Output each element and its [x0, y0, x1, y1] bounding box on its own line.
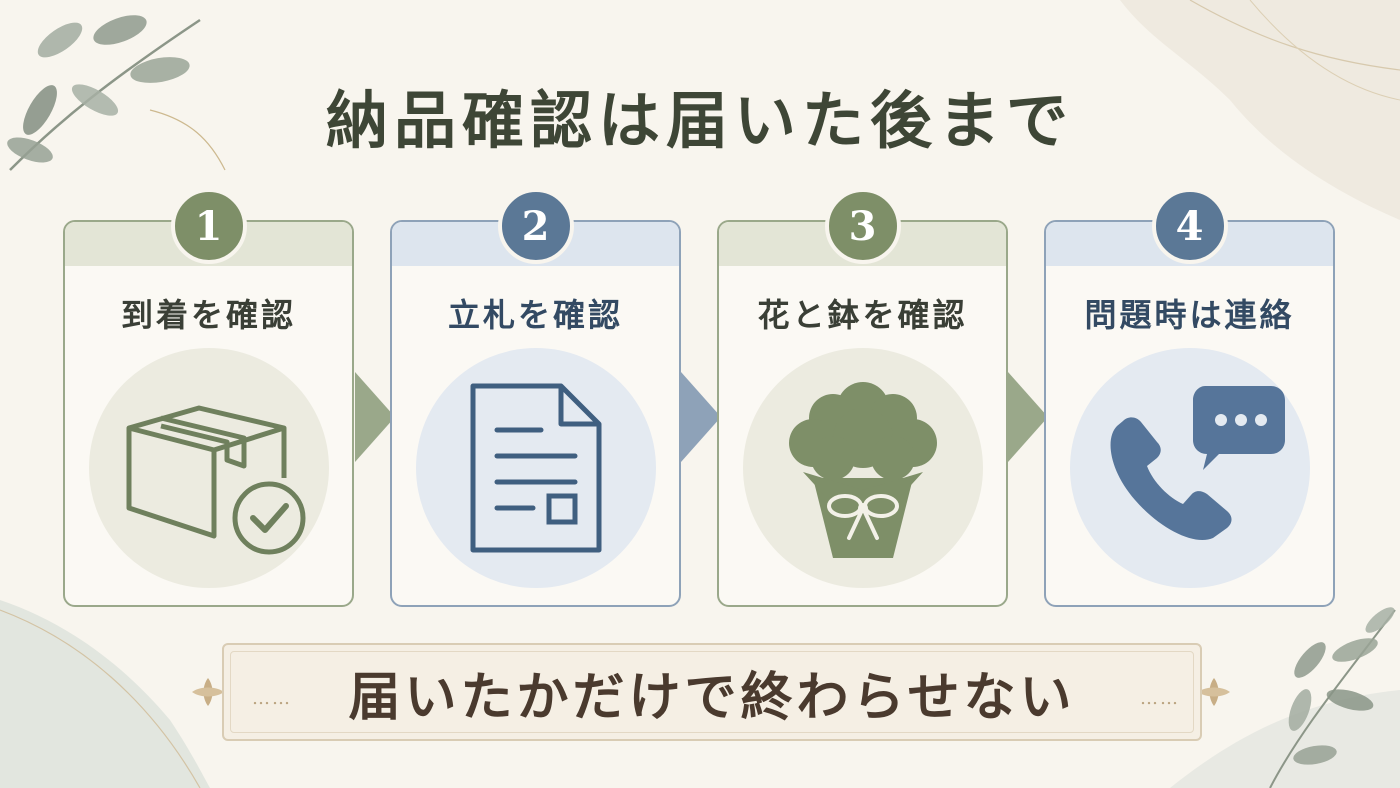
document-icon: [470, 383, 602, 553]
phone-chat-icon: [1110, 386, 1285, 541]
arrow-right-icon: [355, 372, 395, 462]
step-number-badge: 2: [497, 188, 574, 264]
step-number-badge: 4: [1151, 188, 1228, 264]
icon-circle: [416, 348, 656, 588]
step-card-3: 3 花と鉢を確認: [717, 188, 1008, 607]
arrow-right-icon: [1008, 372, 1048, 462]
ornament-right-icon: [1198, 678, 1230, 706]
box-check-icon: [126, 405, 306, 555]
banner-dots-left: ……: [252, 688, 292, 709]
step-label: 問題時は連絡: [1084, 296, 1295, 334]
step-number-badge: 3: [824, 188, 901, 264]
step-card-4: 4 問題時は連絡: [1044, 188, 1335, 607]
arrow-right-icon: [681, 372, 721, 462]
leaf-branch-icon: [1269, 607, 1396, 788]
icon-circle: [1070, 348, 1310, 588]
leaf-branch-icon: [7, 15, 226, 171]
bouquet-icon: [789, 382, 937, 558]
step-label: 立札を確認: [447, 296, 623, 334]
icon-circle: [89, 348, 329, 588]
step-card-1: 1 到着を確認: [63, 188, 354, 607]
icon-circle: [743, 348, 983, 588]
step-card-2: 2 立札を確認: [390, 188, 681, 607]
step-label: 花と鉢を確認: [757, 296, 968, 334]
summary-banner: 届いたかだけで終わらせない: [222, 643, 1202, 741]
ornament-left-icon: [192, 678, 224, 706]
page-title: 納品確認は届いた後まで: [325, 84, 1074, 157]
banner-text: 届いたかだけで終わらせない: [348, 666, 1076, 728]
banner-inner-frame: [230, 651, 1194, 733]
banner-dots-right: ……: [1140, 688, 1180, 709]
step-label: 到着を確認: [120, 296, 296, 334]
step-number-badge: 1: [170, 188, 247, 264]
